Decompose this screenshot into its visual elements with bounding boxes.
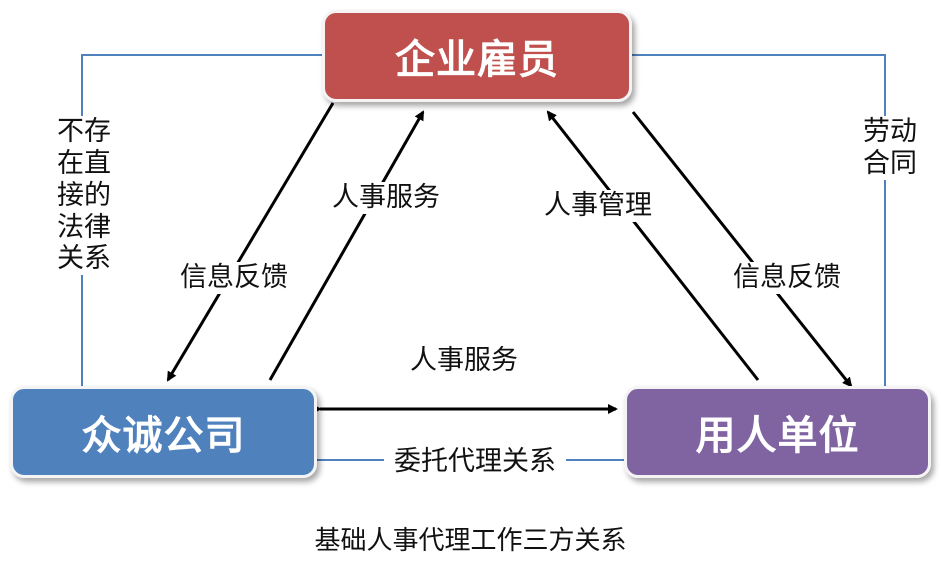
- label-no-legal-relation: 不存 在直 接的 法律 关系: [56, 116, 112, 276]
- node-company: 众诚公司: [10, 386, 317, 478]
- diagram-caption: 基础人事代理工作三方关系: [314, 526, 627, 556]
- arrow-top-to-right: [631, 111, 853, 388]
- node-employer: 用人单位: [624, 386, 931, 478]
- left-connector-line: [81, 54, 322, 386]
- arrow-top-to-left: [166, 102, 335, 382]
- label-service-left: 人事服务: [332, 182, 440, 214]
- label-feedback-left: 信息反馈: [180, 262, 288, 294]
- label-labor-contract: 劳动 合同: [862, 116, 918, 180]
- arrow-right-to-top: [546, 110, 760, 381]
- label-service-middle: 人事服务: [410, 345, 518, 377]
- label-agency-relation: 委托代理关系: [384, 446, 566, 478]
- arrow-left-to-top: [268, 110, 425, 381]
- right-connector-line: [632, 54, 886, 386]
- node-employee: 企业雇员: [322, 10, 632, 102]
- label-management-right: 人事管理: [544, 190, 652, 222]
- label-feedback-right: 信息反馈: [733, 262, 841, 294]
